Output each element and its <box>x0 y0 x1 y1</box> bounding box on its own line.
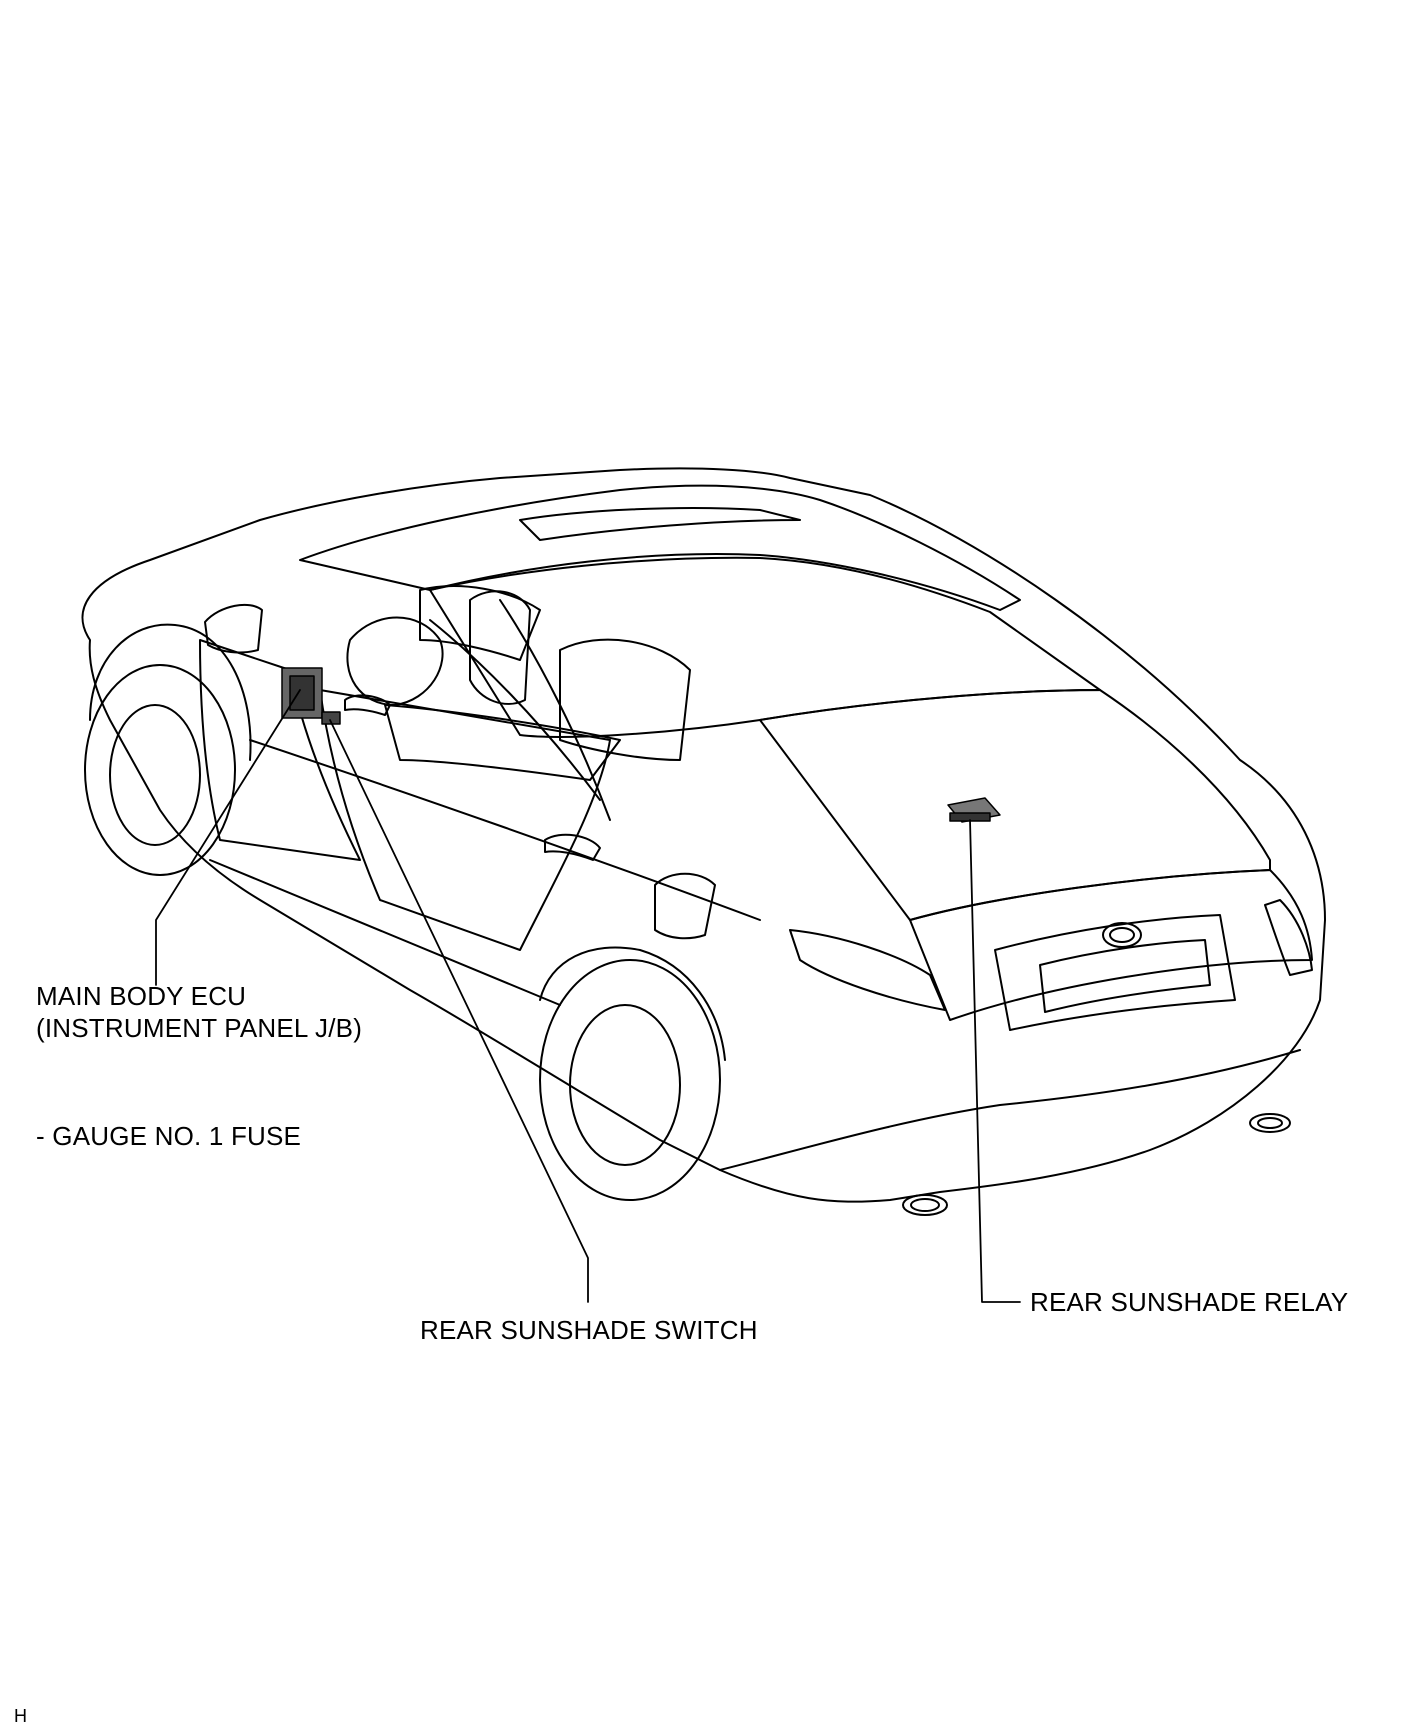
license-plate-recess <box>994 914 1236 1031</box>
rear-wheel <box>539 959 721 1201</box>
leader-rear-sunshade-switch <box>329 719 589 1303</box>
exhaust-left <box>902 1194 948 1216</box>
rear-wheel-arch <box>539 946 726 1061</box>
rear-bumper-top <box>909 869 1313 1021</box>
label-instrument-panel-jb: (INSTRUMENT PANEL J/B) <box>36 1013 363 1043</box>
rear-window <box>429 556 1101 738</box>
exhaust-right <box>1249 1113 1291 1133</box>
front-door-handle <box>344 694 391 716</box>
fuel-door <box>654 872 716 940</box>
rear-door-handle <box>544 833 601 861</box>
rear-emblem <box>1102 922 1142 948</box>
rear-sunshade-relay-icon <box>947 797 1001 823</box>
front-wheel <box>84 664 236 876</box>
label-rear-sunshade-switch: REAR SUNSHADE SWITCH <box>420 1315 758 1345</box>
side-character-line <box>249 739 761 921</box>
steering-wheel <box>346 616 444 706</box>
roof-outline <box>299 484 1021 611</box>
rocker-line <box>209 859 561 1006</box>
side-mirror <box>204 603 263 654</box>
label-gauge-fuse: - GAUGE NO. 1 FUSE <box>36 1121 302 1151</box>
label-corner-code: H <box>14 1706 28 1726</box>
leader-main-body-ecu <box>155 689 301 986</box>
license-plate <box>1039 939 1211 1013</box>
rear-seat <box>559 638 691 761</box>
rear-bumper-lower <box>719 1049 1301 1171</box>
label-rear-sunshade-relay: REAR SUNSHADE RELAY <box>1030 1287 1349 1317</box>
front-wheel-arch <box>89 623 252 761</box>
leader-rear-sunshade-relay <box>969 819 1021 1303</box>
car-body-outline <box>81 467 1326 1203</box>
rear-door <box>319 689 611 951</box>
sunroof <box>519 507 801 541</box>
tail-light-right <box>1264 899 1313 976</box>
label-main-body-ecu: MAIN BODY ECU <box>36 981 247 1011</box>
tail-light-left <box>789 929 946 1011</box>
front-seat <box>469 590 531 705</box>
rear-door-window <box>384 704 621 781</box>
trunk-lid <box>759 689 1271 921</box>
